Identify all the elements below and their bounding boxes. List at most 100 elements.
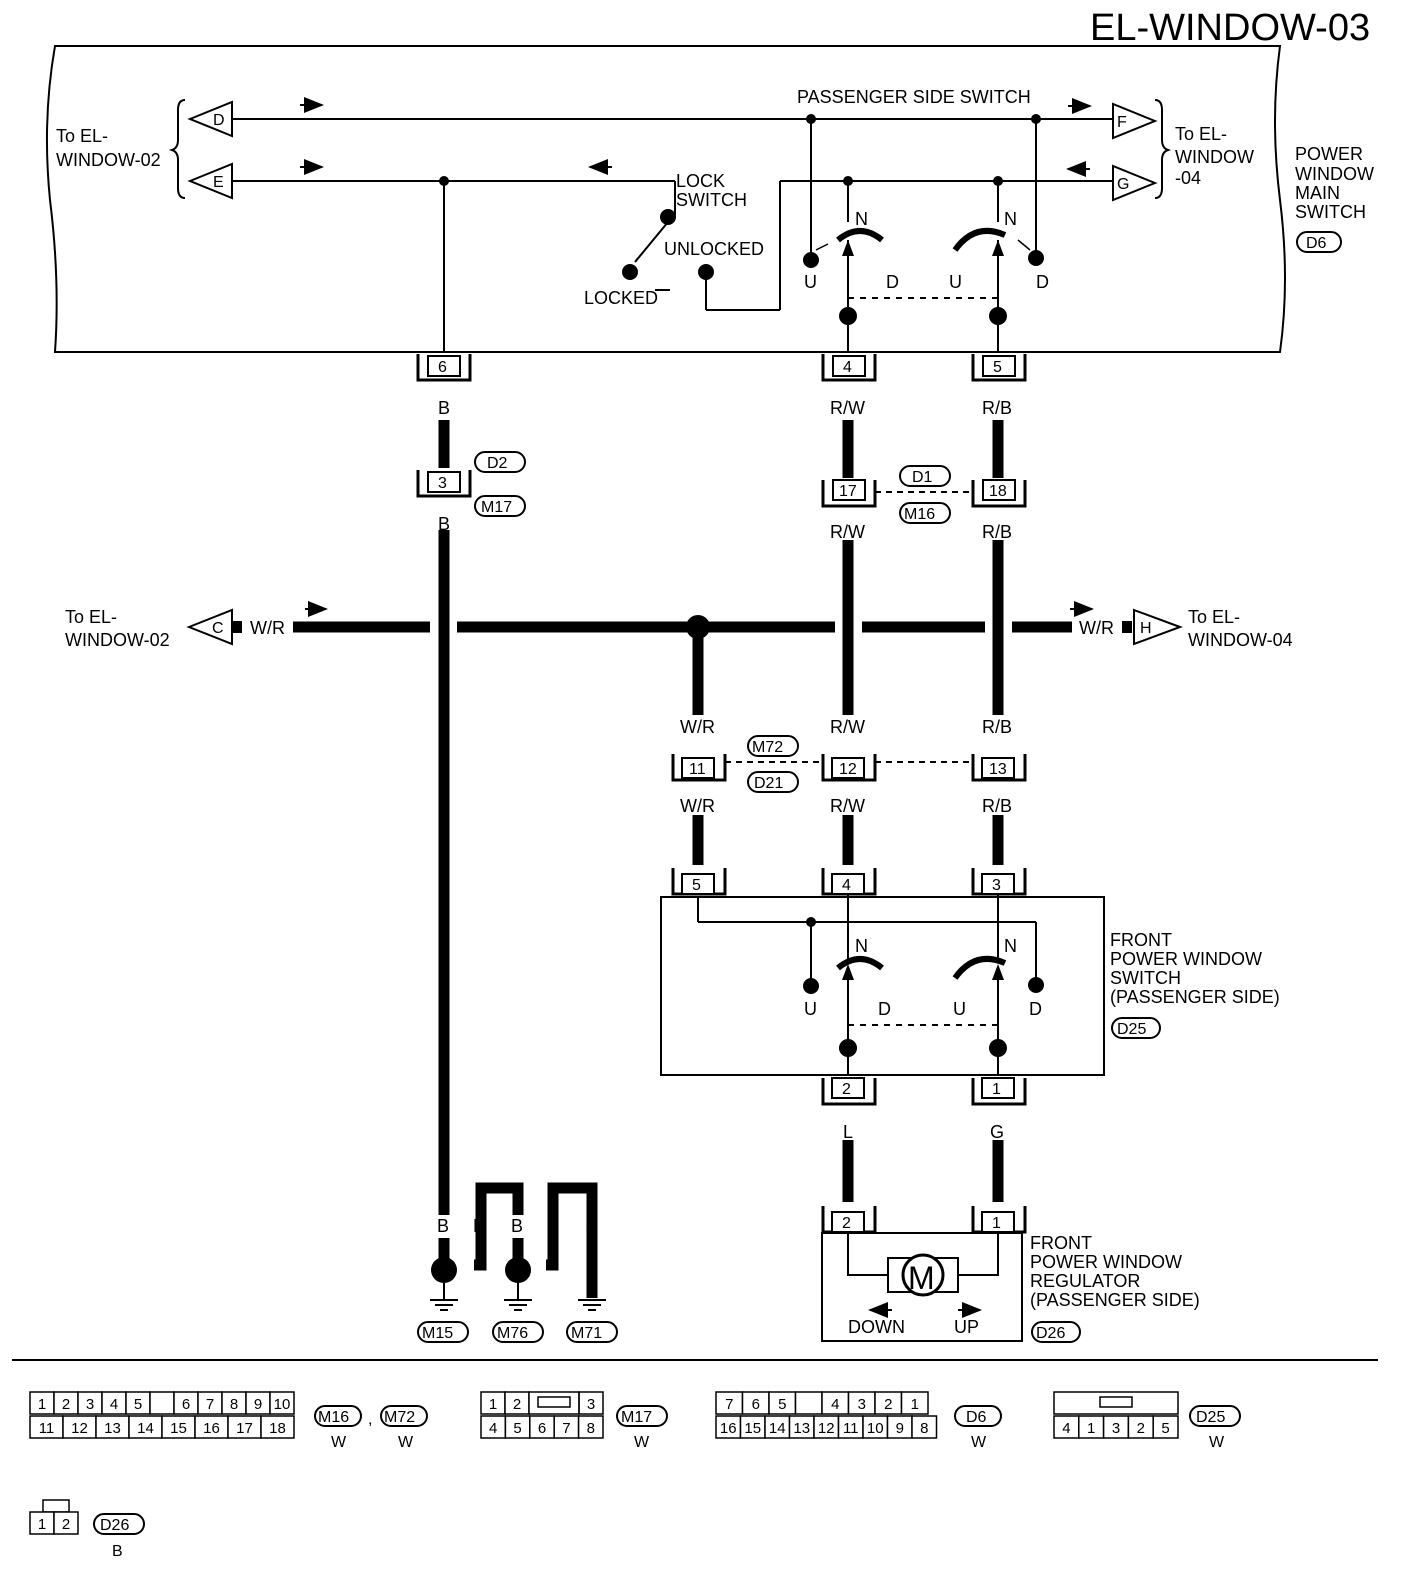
svg-text:W/R: W/R [680,717,715,737]
svg-text:MAIN: MAIN [1295,183,1340,203]
d6-code: D6 [1306,235,1327,252]
legend-cell-label: 4 [489,1420,497,1437]
svg-text:SWITCH: SWITCH [1295,202,1366,222]
svg-text:G: G [1117,176,1129,193]
svg-text:N: N [855,209,868,229]
m76-ground: M76 [497,1325,528,1342]
legend-cell-label: 12 [71,1420,88,1437]
svg-text:5: 5 [692,877,701,894]
m15-ground: M15 [422,1325,453,1342]
legend-cell-label: 8 [230,1396,238,1413]
svg-text:POWER WINDOW: POWER WINDOW [1110,949,1262,969]
legend-cell-label: 4 [1062,1420,1070,1437]
svg-text:B: B [438,398,450,418]
legend-lock-tab [42,1499,70,1513]
left-ref-window-02: To EL- WINDOW-02 [56,126,161,170]
legend-cell-label: 1 [489,1396,497,1413]
svg-text:2: 2 [842,1215,851,1232]
svg-text:WINDOW-02: WINDOW-02 [56,150,161,170]
svg-text:LOCKED: LOCKED [584,288,658,308]
svg-text:WINDOW: WINDOW [1175,147,1254,167]
regulator-label: FRONT POWER WINDOW REGULATOR (PASSENGER … [1030,1233,1200,1310]
lock-switch-labels: LOCK SWITCH UNLOCKED LOCKED [584,171,764,308]
pin-18: 18 [989,483,1007,500]
pin-6: 6 [438,359,447,376]
svg-text:R/W: R/W [830,796,865,816]
svg-text:FRONT: FRONT [1030,1233,1092,1253]
svg-text:2: 2 [842,1081,851,1098]
legend-cell-label: 4 [831,1396,839,1413]
connector-arrow-d [187,100,233,138]
legend-cell-label: 3 [587,1396,595,1413]
pin-4: 4 [843,359,852,376]
svg-text:B: B [473,1216,485,1236]
svg-text:U: U [953,999,966,1019]
legend-cell [577,1415,604,1439]
pin-12: 12 [839,761,857,778]
m72-badge: M72 [752,739,783,756]
main-switch-label: POWER WINDOW MAIN SWITCH [1295,144,1374,222]
svg-text:R/B: R/B [982,398,1012,418]
svg-text:SWITCH: SWITCH [676,190,747,210]
main-switch-dots [439,114,1044,325]
svg-text:W/R: W/R [680,796,715,816]
legend-cell-label: 13 [793,1420,810,1437]
legend-cell-label: 6 [538,1420,546,1437]
legend-cell-label: 14 [137,1420,154,1437]
front-switch-box [660,896,1105,1076]
main-switch-arcs [836,228,1007,252]
legend-cell-label: 5 [513,1420,521,1437]
svg-text:R/B: R/B [982,717,1012,737]
svg-text:L: L [843,1122,853,1142]
legend-cell-label: 2 [884,1396,892,1413]
svg-text:B: B [511,1216,523,1236]
svg-text:SWITCH: SWITCH [1110,968,1181,988]
legend-lock-tab [537,1396,571,1408]
legend-cell [578,1391,604,1415]
svg-text:1: 1 [992,1081,1001,1098]
main-switch-wiring [232,118,1113,352]
d6-connector-badge [1296,231,1342,253]
svg-text:POWER: POWER [1295,144,1363,164]
legend-cell-label: 4 [110,1396,118,1413]
svg-text:B: B [585,1216,597,1236]
svg-text:D: D [1029,999,1042,1019]
legend-cell-label: 2 [62,1396,70,1413]
svg-text:POWER WINDOW: POWER WINDOW [1030,1252,1182,1272]
svg-text:B: B [438,514,450,534]
connector-arrow-h [1133,608,1183,646]
d21-badge: D21 [754,775,783,792]
legend-cell-label: 11 [843,1420,859,1437]
svg-text:R/W: R/W [830,398,865,418]
svg-text:(PASSENGER SIDE): (PASSENGER SIDE) [1110,987,1280,1007]
svg-text:FRONT: FRONT [1110,930,1172,950]
pin-5: 5 [993,359,1002,376]
d1-badge: D1 [912,469,933,486]
svg-text:W: W [971,1434,987,1451]
legend-cell-label: 10 [274,1396,291,1413]
legend-cell-label: 14 [769,1420,786,1437]
svg-text:W/R: W/R [1079,618,1114,638]
svg-text:W: W [331,1434,347,1451]
svg-text:U: U [804,999,817,1019]
svg-text:WINDOW-04: WINDOW-04 [1188,630,1293,650]
legend-cell-label: 11 [39,1420,55,1437]
connector-arrow-e [187,162,233,200]
motor-symbol [901,1253,945,1297]
legend-cell [794,1391,823,1415]
svg-text:M: M [908,1260,935,1296]
svg-text:R/B: R/B [982,796,1012,816]
legend-cell [53,1511,79,1535]
svg-text:D: D [1036,272,1049,292]
legend-cell-label: 17 [236,1420,253,1437]
svg-text:UP: UP [954,1317,979,1337]
legend-cell-label: 8 [920,1420,928,1437]
m17-badge: M17 [481,499,512,516]
regulator-box [821,1232,1023,1342]
legend-cell-label: 7 [206,1396,214,1413]
connector-arrow-c [186,608,233,646]
